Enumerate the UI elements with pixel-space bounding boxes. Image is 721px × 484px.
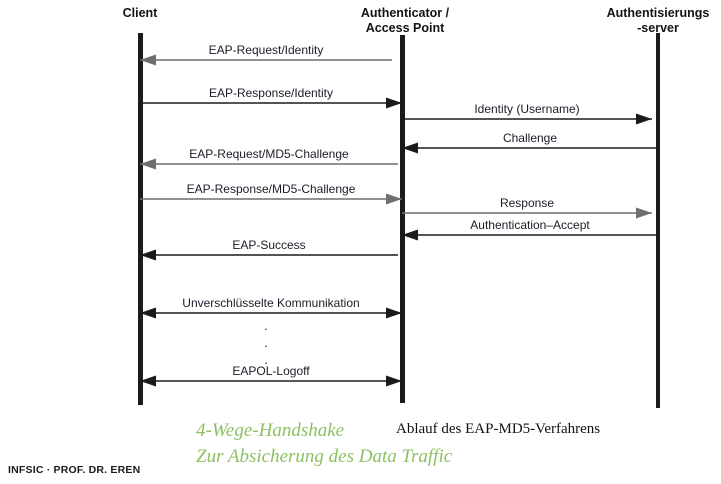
message-10 xyxy=(140,375,402,387)
actor-header-authenticator: Authenticator / Access Point xyxy=(360,6,450,35)
message-6 xyxy=(402,207,652,219)
message-3 xyxy=(402,142,658,154)
message-label: EAP-Request/Identity xyxy=(208,43,324,57)
message-7 xyxy=(402,229,658,241)
green-annotation-caption: 4-Wege-Handshake Zur Absicherung des Dat… xyxy=(196,420,453,467)
arrow-head xyxy=(140,249,156,261)
arrow-head xyxy=(386,375,402,387)
ellipsis-dot: · xyxy=(263,321,269,336)
arrow-head xyxy=(140,54,156,66)
ellipsis-dot: · xyxy=(263,338,269,353)
ellipsis-dots: · · · xyxy=(258,320,274,371)
message-4 xyxy=(140,158,398,170)
arrow-head xyxy=(140,158,156,170)
message-label: Identity (Username) xyxy=(474,102,580,116)
message-2 xyxy=(402,113,652,125)
message-label: EAPOL-Logoff xyxy=(232,364,310,378)
message-label: Unverschlüsselte Kommunikation xyxy=(182,296,360,310)
lifeline-server xyxy=(656,33,660,408)
actor-header-client: Client xyxy=(122,6,158,20)
message-label: EAP-Request/MD5-Challenge xyxy=(189,147,349,161)
actor-header-authentication-server: Authentisierungs -server xyxy=(606,6,710,35)
arrow-head xyxy=(386,97,402,109)
arrow-head xyxy=(636,207,652,219)
message-label: Challenge xyxy=(502,131,558,145)
arrow-head xyxy=(386,193,402,205)
message-label: EAP-Success xyxy=(232,238,306,252)
message-label: Response xyxy=(499,196,555,210)
diagram-caption: Ablauf des EAP-MD5-Verfahrens xyxy=(396,421,601,437)
lifeline-client xyxy=(138,33,143,405)
arrow-head xyxy=(402,229,418,241)
message-5 xyxy=(140,193,402,205)
message-0 xyxy=(140,54,392,66)
lifeline-auth xyxy=(400,35,405,403)
message-1 xyxy=(140,97,402,109)
arrow-head xyxy=(140,375,156,387)
message-label: EAP-Response/Identity xyxy=(208,86,334,100)
arrow-head xyxy=(386,307,402,319)
message-label: EAP-Response/MD5-Challenge xyxy=(186,182,356,196)
message-label: Authentication–Accept xyxy=(470,218,590,232)
arrow-head xyxy=(636,113,652,125)
footer-credit: INFSIC · PROF. DR. EREN xyxy=(8,464,141,476)
message-9 xyxy=(140,307,402,319)
message-8 xyxy=(140,249,398,261)
arrow-head xyxy=(402,142,418,154)
ellipsis-dot: · xyxy=(263,355,269,370)
arrow-head xyxy=(140,307,156,319)
